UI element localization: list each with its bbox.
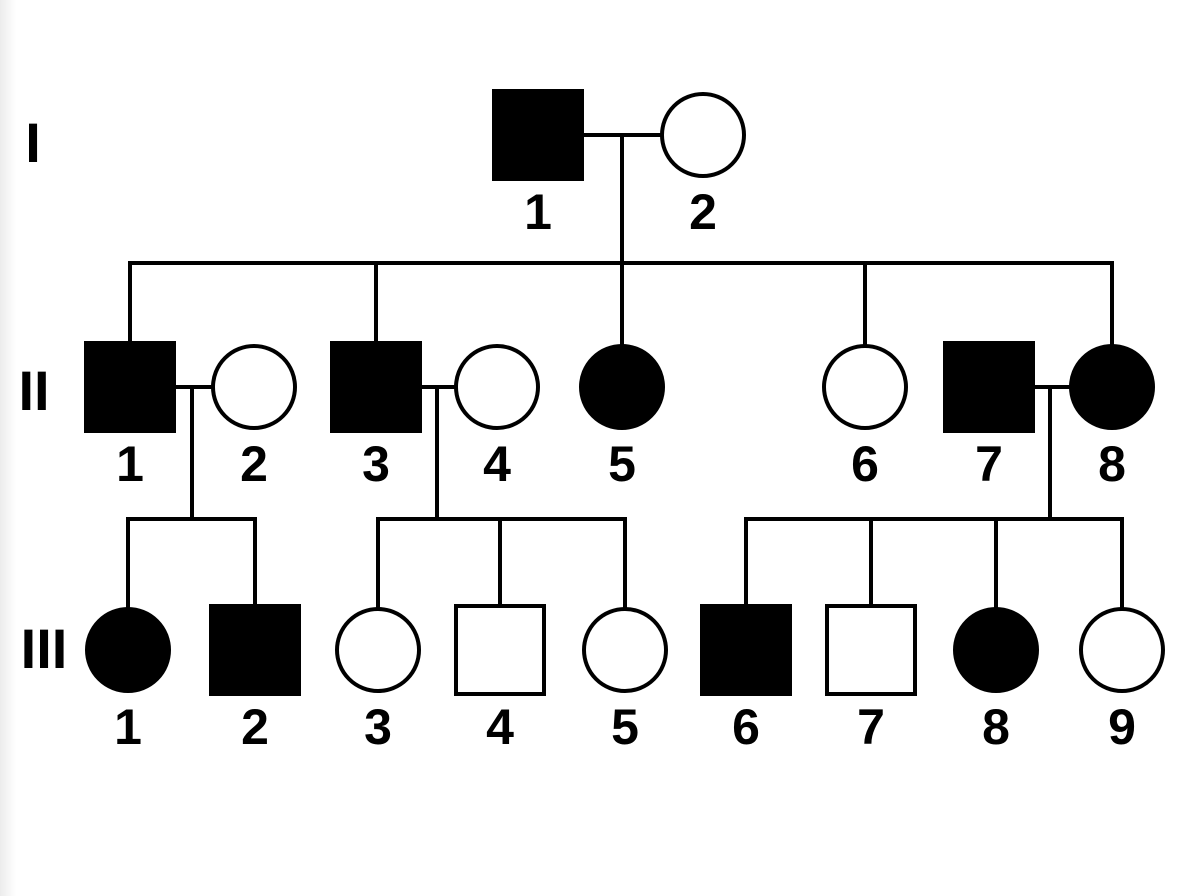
individual-II-5-female-affected [579,344,665,430]
individual-number-III-7: 7 [857,699,885,755]
generation-label-I: I [25,111,41,174]
individual-III-8-female-affected [953,607,1039,693]
individual-number-III-8: 8 [982,699,1010,755]
individual-II-2-female-unaffected [211,344,297,430]
individual-II-7-male-affected [943,341,1035,433]
individual-number-II-3: 3 [362,436,390,492]
individual-number-I-1: 1 [524,184,552,240]
individual-number-I-2: 2 [689,184,717,240]
individual-II-6-female-unaffected [822,344,908,430]
individual-number-III-9: 9 [1108,699,1136,755]
individual-number-II-8: 8 [1098,436,1126,492]
individual-number-II-4: 4 [483,436,511,492]
individual-number-III-1: 1 [114,699,142,755]
individual-III-5-female-unaffected [582,607,668,693]
individual-number-II-7: 7 [975,436,1003,492]
individual-number-II-2: 2 [240,436,268,492]
individual-III-2-male-affected [209,604,301,696]
individual-number-III-6: 6 [732,699,760,755]
individual-III-4-male-unaffected [454,604,546,696]
individual-number-III-4: 4 [486,699,514,755]
generation-label-III: III [21,617,68,680]
individual-number-III-5: 5 [611,699,639,755]
individual-I-2-female-unaffected [660,92,746,178]
individual-III-6-male-affected [700,604,792,696]
individual-II-4-female-unaffected [454,344,540,430]
individual-number-III-3: 3 [364,699,392,755]
individual-III-9-female-unaffected [1079,607,1165,693]
individual-number-II-5: 5 [608,436,636,492]
individual-II-8-female-affected [1069,344,1155,430]
individual-number-III-2: 2 [241,699,269,755]
generation-label-II: II [18,359,49,422]
individual-III-7-male-unaffected [825,604,917,696]
individual-I-1-male-affected [492,89,584,181]
individual-III-3-female-unaffected [335,607,421,693]
individual-number-II-6: 6 [851,436,879,492]
individual-II-1-male-affected [84,341,176,433]
individual-III-1-female-affected [85,607,171,693]
individual-number-II-1: 1 [116,436,144,492]
individual-II-3-male-affected [330,341,422,433]
